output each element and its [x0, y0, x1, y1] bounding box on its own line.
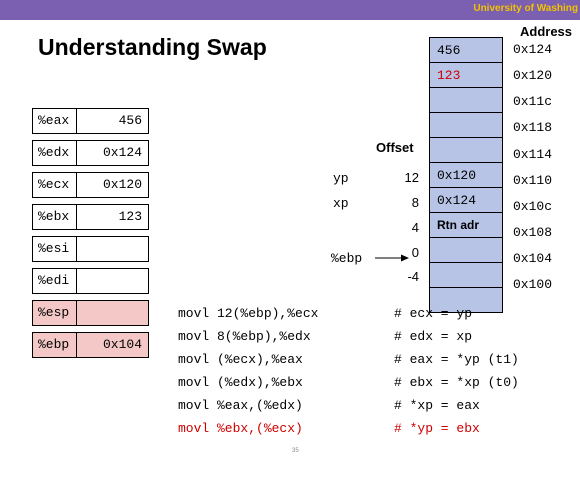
register-value: 0x104 — [102, 337, 142, 352]
offset-label: 0 — [411, 245, 419, 260]
assembly-listing: movl 12(%ebp),%ecx # ecx = yp movl 8(%eb… — [178, 306, 519, 444]
instruction-comment: # *yp = ebx — [394, 421, 480, 436]
instruction: movl 12(%ebp),%ecx — [178, 306, 319, 321]
register-name: %eax — [33, 109, 77, 133]
register-value: 123 — [118, 209, 142, 224]
yp-label: yp — [333, 171, 349, 186]
register-value: 0x124 — [102, 145, 142, 160]
university-label: University of Washing — [473, 3, 578, 14]
code-line: movl (%edx),%ebx # ebx = *xp (t0) — [178, 375, 519, 398]
address-label: 0x114 — [513, 147, 553, 162]
register-esp: %esp — [32, 300, 149, 326]
address-label: 0x124 — [513, 42, 553, 57]
page-number: 35 — [292, 448, 299, 454]
instruction-comment: # ecx = yp — [394, 306, 473, 321]
instruction-comment: # *xp = eax — [394, 398, 480, 413]
address-label: 0x104 — [513, 251, 553, 266]
memory-cell: 456 — [430, 38, 502, 63]
instruction: movl 8(%ebp),%edx — [178, 329, 311, 344]
offset-label: 12 — [404, 170, 419, 185]
offset-label: -4 — [407, 269, 419, 284]
register-name: %edx — [33, 141, 77, 165]
memory-cell — [430, 138, 502, 163]
register-ecx: %ecx 0x120 — [32, 172, 149, 198]
code-line-current: movl %ebx,(%ecx) # *yp = ebx — [178, 421, 480, 444]
instruction-comment: # edx = xp — [394, 329, 473, 344]
memory-cell: 0x120 — [430, 163, 502, 188]
address-label: 0x10c — [513, 199, 553, 214]
register-value: 0x120 — [102, 177, 142, 192]
memory-cell — [430, 88, 502, 113]
address-label: 0x118 — [513, 120, 553, 135]
register-esi: %esi — [32, 236, 149, 262]
instruction: movl (%edx),%ebx — [178, 375, 303, 390]
address-header: Address — [520, 24, 573, 39]
register-value — [77, 269, 148, 293]
code-line: movl 12(%ebp),%ecx # ecx = yp — [178, 306, 472, 329]
register-name: %ebx — [33, 205, 77, 229]
xp-label: xp — [333, 196, 349, 211]
address-label: 0x120 — [513, 68, 553, 83]
instruction-comment: # eax = *yp (t1) — [394, 352, 519, 367]
address-label: 0x108 — [513, 225, 553, 240]
offset-label: 4 — [411, 220, 419, 235]
ebp-arrow-icon — [375, 254, 409, 262]
register-ebx: %ebx 123 — [32, 204, 149, 230]
register-name: %esi — [33, 237, 77, 261]
memory-cell: 123 — [430, 63, 502, 88]
code-line: movl 8(%ebp),%edx # edx = xp — [178, 329, 472, 352]
instruction: movl %ebx,(%ecx) — [178, 421, 303, 436]
register-eax: %eax 456 — [32, 108, 149, 134]
ebp-pointer-label: %ebp — [331, 251, 363, 266]
register-name: %ebp — [33, 333, 77, 357]
instruction-comment: # ebx = *xp (t0) — [394, 375, 519, 390]
instruction: movl %eax,(%edx) — [178, 398, 303, 413]
instruction: movl (%ecx),%eax — [178, 352, 303, 367]
address-label: 0x100 — [513, 277, 553, 292]
register-table: %eax 456 %edx 0x124 %ecx 0x120 %ebx 123 … — [32, 108, 149, 364]
address-label: 0x110 — [513, 173, 553, 188]
register-edx: %edx 0x124 — [32, 140, 149, 166]
register-value: 456 — [118, 113, 142, 128]
register-edi: %edi — [32, 268, 149, 294]
memory-cell — [430, 113, 502, 138]
register-value — [77, 237, 148, 261]
register-name: %ecx — [33, 173, 77, 197]
offset-label: 8 — [411, 195, 419, 210]
memory-cell — [430, 263, 502, 288]
offset-header: Offset — [376, 140, 414, 155]
memory-cell: 0x124 — [430, 188, 502, 213]
memory-cell — [430, 238, 502, 263]
register-ebp: %ebp 0x104 — [32, 332, 149, 358]
code-line: movl %eax,(%edx) # *xp = eax — [178, 398, 480, 421]
memory-cell — [430, 288, 502, 313]
register-name: %esp — [33, 301, 77, 325]
register-name: %edi — [33, 269, 77, 293]
memory-cell-return-address: Rtn adr — [430, 213, 502, 238]
memory-stack: 456 123 0x120 0x124 Rtn adr — [429, 37, 503, 313]
code-line: movl (%ecx),%eax # eax = *yp (t1) — [178, 352, 519, 375]
address-label: 0x11c — [513, 94, 553, 109]
title-bar: University of Washing — [0, 0, 580, 20]
register-value — [77, 301, 148, 325]
slide-title: Understanding Swap — [38, 34, 267, 60]
